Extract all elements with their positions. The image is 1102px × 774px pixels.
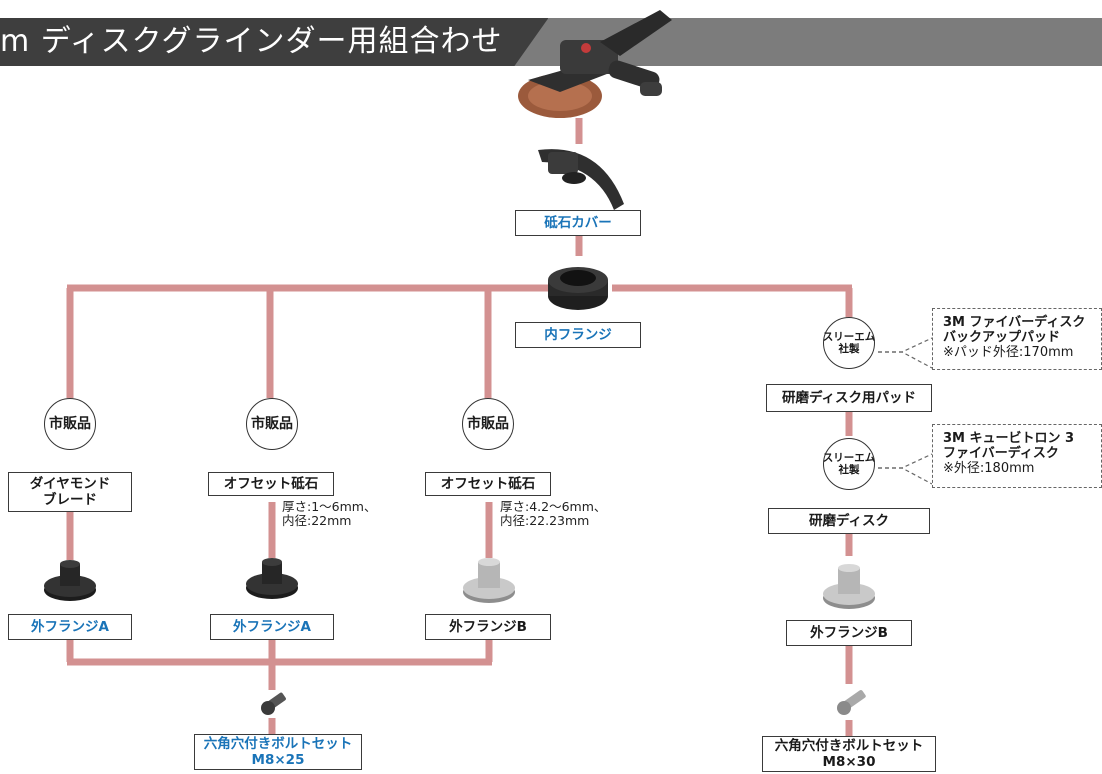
- branch-3-flange: 外フランジB: [425, 614, 551, 640]
- branch-2-product: オフセット砥石: [208, 472, 334, 496]
- pad-label: 研磨ディスク用パッド: [766, 384, 932, 412]
- note-fiber-disc: 3M キュービトロン 3 ファイバーディスク ※外径:180mm: [932, 424, 1102, 488]
- branch-2-badge: 市販品: [246, 398, 298, 450]
- branch-2-spec: 厚さ:1～6mm、 内径:22mm: [282, 499, 377, 528]
- right-flange-label: 外フランジB: [786, 620, 912, 646]
- branch-1-flange: 外フランジA: [8, 614, 132, 640]
- right-badge-1: スリーエム 社製: [823, 317, 875, 369]
- outer-flange-b-image: [823, 564, 875, 609]
- branch-3-spec: 厚さ:4.2～6mm、 内径:22.23mm: [500, 499, 607, 528]
- hex-bolt-image: [261, 692, 286, 715]
- branch-2-flange: 外フランジA: [210, 614, 334, 640]
- branch-3-product: オフセット砥石: [425, 472, 551, 496]
- right-badge-2: スリーエム 社製: [823, 438, 875, 490]
- outer-flange-b-image: [463, 558, 515, 603]
- disc-label: 研磨ディスク: [768, 508, 930, 534]
- wheel-cover-image: [538, 149, 624, 210]
- inner-flange-label: 内フランジ: [515, 322, 641, 348]
- inner-flange-image: [548, 267, 608, 310]
- outer-flange-a-image: [44, 560, 96, 601]
- branch-1-product: ダイヤモンド ブレード: [8, 472, 132, 512]
- outer-flange-a-image: [246, 558, 298, 599]
- bolt-set-right: 六角穴付きボルトセット M8×30: [762, 736, 936, 772]
- branch-1-badge: 市販品: [44, 398, 96, 450]
- hex-bolt-image: [837, 690, 866, 715]
- branch-3-badge: 市販品: [462, 398, 514, 450]
- page-title: m ディスクグラインダー用組合わせ: [0, 18, 548, 66]
- bolt-set-left: 六角穴付きボルトセット M8×25: [194, 734, 362, 770]
- leader-note-1: [878, 337, 933, 353]
- grinder-image: [518, 10, 672, 118]
- leader-note-2: [878, 453, 933, 469]
- wheel-cover-label: 砥石カバー: [515, 210, 641, 236]
- note-backup-pad: 3M ファイバーディスク バックアップパッド ※パッド外径:170mm: [932, 308, 1102, 370]
